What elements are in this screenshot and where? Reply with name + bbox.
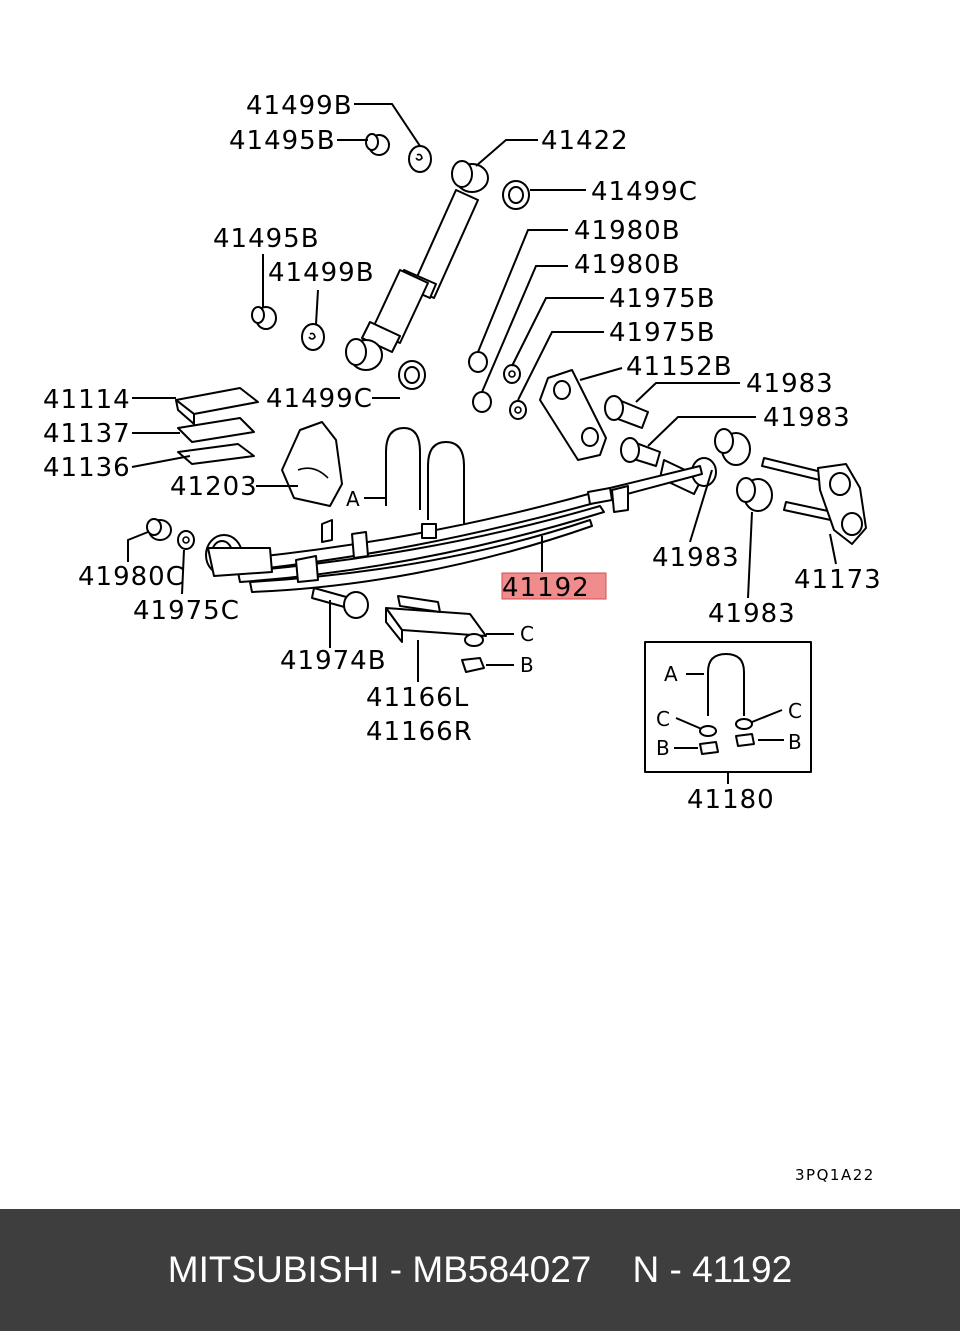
inset-ref-c-left: C [656, 707, 670, 731]
label-41192: 41192 [502, 573, 590, 603]
ref-c-main: C [520, 622, 534, 646]
label-41499c-top: 41499C [591, 177, 698, 207]
u-bolt-kit-inset [644, 641, 812, 784]
leader-lines [127, 103, 837, 682]
footer-text: MITSUBISHI - MB584027 N - 41192 [167, 1249, 793, 1290]
label-41980b-a: 41980B [574, 216, 681, 246]
inset-ref-b-right: B [788, 730, 802, 754]
label-41152b: 41152B [626, 352, 733, 382]
label-41495b-top: 41495B [229, 126, 336, 156]
rear-shackle-drawing [761, 457, 867, 545]
spring-bolt-drawing [311, 587, 369, 619]
label-41499c-mid: 41499C [266, 384, 373, 414]
label-41166l: 41166L [366, 683, 469, 713]
ref-b-main: B [520, 653, 534, 677]
highlighted-part-box [501, 572, 607, 600]
spring-seat-drawing [385, 595, 487, 673]
label-41974b: 41974B [280, 646, 387, 676]
label-41136: 41136 [43, 453, 131, 483]
label-41975c: 41975C [133, 596, 240, 626]
label-41495b-mid: 41495B [213, 224, 320, 254]
bump-stopper-drawing [281, 421, 343, 507]
inset-ref-a: A [664, 662, 678, 686]
inset-ref-c-right: C [788, 699, 802, 723]
label-41980b-b: 41980B [574, 250, 681, 280]
label-41983-b: 41983 [763, 403, 851, 433]
spring-eye-bushings-drawing [468, 351, 527, 420]
label-41114: 41114 [43, 385, 131, 415]
label-41166r: 41166R [366, 717, 473, 747]
label-41983-a: 41983 [746, 369, 834, 399]
spring-pads-drawing [175, 387, 259, 465]
front-eye-bushing-drawing [146, 518, 195, 550]
inset-ref-b-left: B [656, 736, 670, 760]
label-41180: 41180 [687, 785, 775, 815]
parts-diagram: 41499B 41495B 41422 41499C 41495B 41499B… [43, 91, 882, 1184]
ref-a-main: A [346, 487, 360, 511]
label-41983-c: 41983 [652, 543, 740, 573]
part-info-footer: MITSUBISHI - MB584027 N - 41192 [0, 1209, 960, 1331]
label-41137: 41137 [43, 419, 131, 449]
shackle-plate-drawing [539, 369, 607, 461]
label-41980c: 41980C [78, 562, 185, 592]
diagram-code: 3PQ1A22 [795, 1166, 875, 1184]
u-bolts-drawing [385, 427, 465, 539]
label-41975b-a: 41975B [609, 284, 716, 314]
part-number-labels: 41499B 41495B 41422 41499C 41495B 41499B… [43, 91, 882, 1184]
shock-bushings-drawing [251, 133, 530, 390]
label-41983-d: 41983 [708, 599, 796, 629]
leaf-spring-drawing [205, 465, 703, 593]
label-41203: 41203 [170, 472, 258, 502]
label-41499b-mid: 41499B [268, 258, 375, 288]
shock-absorber-drawing [345, 160, 489, 371]
label-41422: 41422 [541, 126, 629, 156]
label-41975b-b: 41975B [609, 318, 716, 348]
label-41173: 41173 [794, 565, 882, 595]
label-41499b-top: 41499B [246, 91, 353, 121]
